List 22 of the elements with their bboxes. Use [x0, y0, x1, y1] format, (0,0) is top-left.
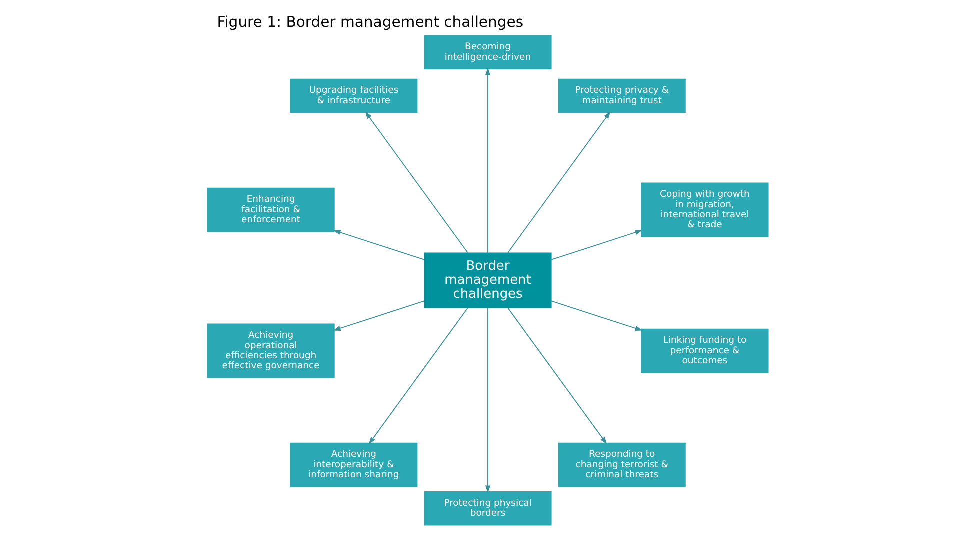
arrow	[550, 230, 642, 260]
arrow	[332, 230, 424, 260]
node-box: Protecting physical borders	[424, 492, 552, 526]
arrow	[507, 112, 610, 254]
arrow	[368, 308, 468, 444]
node-box: Upgrading facilities & infrastructure	[290, 78, 418, 114]
node-box: Achieving interoperability & information sharing	[290, 442, 418, 488]
arrow	[507, 308, 607, 444]
node-box: Achieving operational efficiencies through effective governance	[206, 324, 334, 378]
arrow	[484, 308, 490, 494]
node-box: Protecting privacy & maintaining trust	[558, 78, 686, 114]
node-box: Border management challenges	[424, 252, 552, 308]
arrow	[364, 112, 468, 254]
node-box: Enhancing facilitation & enforcement	[206, 188, 334, 232]
arrow	[550, 300, 642, 331]
node-box: Responding to changing terrorist & criminal threats	[558, 442, 686, 488]
node-box: Linking funding to performance & outcomes	[640, 328, 768, 374]
diagram-title: Figure 1: Border management challenges	[216, 14, 524, 32]
node-box: Becoming intelligence-driven	[424, 35, 552, 70]
arrow	[332, 300, 424, 331]
arrow	[484, 68, 490, 254]
node-box: Coping with growth in migration, international travel & trade	[640, 182, 768, 238]
